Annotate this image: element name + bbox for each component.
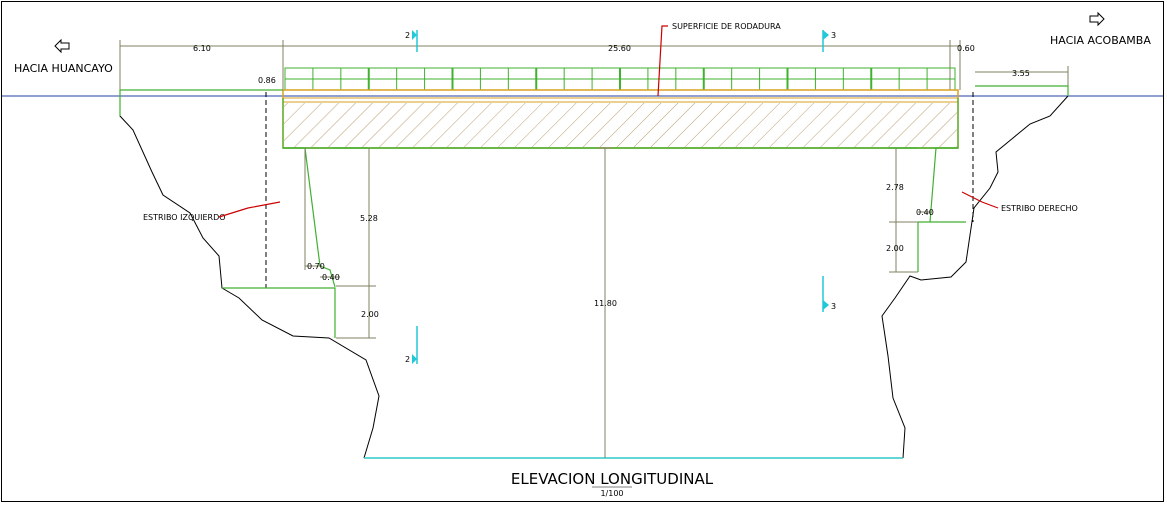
left-abutment <box>222 98 368 338</box>
dim-right-abutment-height: 2.78 <box>886 183 904 192</box>
drawing-title: ELEVACION LONGITUDINAL <box>511 470 714 488</box>
railing <box>284 67 956 91</box>
surface-label: SUPERFICIE DE RODADURA <box>672 22 781 31</box>
dim-right-footing-height: 2.00 <box>886 244 904 253</box>
right-approach-fill <box>975 85 1069 96</box>
right-vertical-dimensions <box>889 148 932 273</box>
section-marker-bottom-right-label: 3 <box>831 302 836 311</box>
top-dimension-line <box>119 40 1069 90</box>
deck-slab <box>282 89 959 149</box>
arrow-right-icon <box>1089 11 1105 27</box>
section-marker-bottom-left-label: 2 <box>405 355 410 364</box>
right-direction-label: HACIA ACOBAMBA <box>1050 34 1151 47</box>
dim-left-toe-b: 0.40 <box>322 273 340 282</box>
terrain-right-bank <box>881 95 1069 459</box>
left-vertical-dimensions <box>304 148 376 339</box>
right-abutment <box>888 98 966 272</box>
left-approach-fill <box>119 89 283 116</box>
surface-leader <box>657 25 668 97</box>
left-abutment-label: ESTRIBO IZQUIERDO <box>143 213 226 222</box>
dim-right-toe: 0.40 <box>916 208 934 217</box>
section-marker-top-left-label: 2 <box>405 31 410 40</box>
dim-span: 25.60 <box>608 44 631 53</box>
left-abutment-leader <box>218 201 281 218</box>
dim-right-gap: 0.60 <box>957 44 975 53</box>
dim-left-toe-a: 0.70 <box>307 262 325 271</box>
section-marker-top-left <box>412 30 418 52</box>
section-marker-top-right <box>822 30 829 52</box>
dim-right-approach: 3.55 <box>1012 69 1030 78</box>
section-marker-bottom-right <box>822 276 829 312</box>
dim-left-approach: 6.10 <box>193 44 211 53</box>
dim-left-abutment-height: 5.28 <box>360 214 378 223</box>
right-abutment-leader <box>961 191 999 209</box>
right-abutment-label: ESTRIBO DERECHO <box>1001 204 1078 213</box>
left-direction-label: HACIA HUANCAYO <box>14 62 113 75</box>
dim-railing-height: 0.86 <box>258 76 276 85</box>
dim-total-height: 11.80 <box>594 299 617 308</box>
arrow-left-icon <box>54 38 70 54</box>
drawing-scale: 1/100 <box>600 489 623 498</box>
dim-left-footing-height: 2.00 <box>361 310 379 319</box>
section-marker-bottom-left <box>412 326 418 364</box>
center-height-dimension <box>598 147 612 458</box>
section-marker-top-right-label: 3 <box>831 31 836 40</box>
